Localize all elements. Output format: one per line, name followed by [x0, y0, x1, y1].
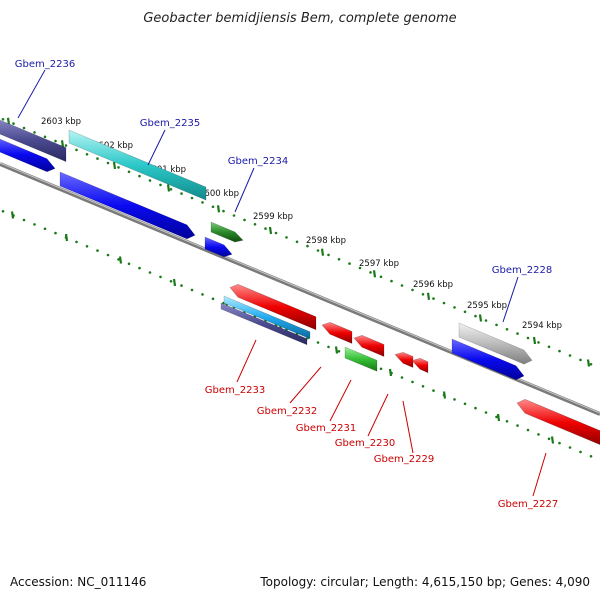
inner-scale-ticks: [1, 210, 593, 458]
gene-label-gbem-2230: Gbem_2230: [335, 438, 395, 449]
gene-arrow-gbem-2228: [458, 322, 533, 365]
scale-label: 2600 kbp: [199, 189, 239, 199]
scale-labels: 2603 kbp 2602 kbp 2601 kbp 2600 kbp 2599 kbp…: [41, 117, 562, 331]
callout-line-gbem-2236: [17, 69, 46, 119]
genome-summary: Topology: circular; Length: 4,615,150 bp…: [260, 575, 590, 589]
gene-label-gbem-2233: Gbem_2233: [205, 385, 265, 396]
gene-arrow-sky: [223, 295, 311, 340]
gene-arrow-gbem-2232: [321, 321, 353, 344]
gene-label-gbem-2227: Gbem_2227: [498, 499, 558, 510]
scale-label: 2602 kbp: [93, 141, 133, 151]
accession-label: Accession: NC_011146: [10, 575, 147, 589]
scale-label: 2599 kbp: [253, 212, 293, 222]
gene-arrow-blue: [451, 338, 525, 381]
gene-arrow-gbem-2229b: [411, 357, 429, 374]
gene-label-gbem-2229: Gbem_2229: [374, 454, 434, 465]
gene-arrow-gbem-2235: [68, 129, 207, 201]
gene-arrow-gbem-2236: [0, 119, 67, 163]
callout-line-gbem-2232: [289, 366, 322, 404]
gene-arrow-gbem-2234: [210, 221, 244, 243]
gene-arrow-blue: [204, 236, 233, 258]
gene-label-gbem-2235: Gbem_2235: [140, 118, 200, 129]
scale-label: 2598 kbp: [306, 236, 346, 246]
callout-line-gbem-2228: [502, 276, 519, 323]
scale-label: 2597 kbp: [359, 259, 399, 269]
gene-arrow-gbem-2233: [229, 283, 317, 331]
scale-label: 2594 kbp: [522, 321, 562, 331]
gene-features: [0, 119, 600, 445]
gene-label-gbem-2234: Gbem_2234: [228, 156, 288, 167]
scale-label: 2596 kbp: [413, 280, 453, 290]
gene-arrow-navy: [220, 302, 308, 346]
gene-arrow-gbem-2230: [344, 346, 378, 372]
gene-label-gbem-2232: Gbem_2232: [257, 406, 317, 417]
callout-line-gbem-2229: [402, 400, 414, 454]
scale-label: 2603 kbp: [41, 117, 81, 127]
gene-arrow-gbem-2231: [353, 334, 385, 357]
gene-arrow-gbem-2229a: [394, 351, 414, 368]
callout-line-gbem-2231: [329, 379, 352, 422]
gene-arrow-blue: [59, 171, 196, 240]
callout-line-gbem-2230: [367, 393, 389, 437]
scale-label: 2601 kbp: [146, 165, 186, 175]
gene-label-gbem-2231: Gbem_2231: [296, 423, 356, 434]
outer-scale-ticks: [1, 117, 593, 367]
gene-label-gbem-2236: Gbem_2236: [15, 59, 75, 70]
gene-callouts: Gbem_2236Gbem_2235Gbem_2234Gbem_2228Gbem…: [15, 59, 558, 510]
map-title: Geobacter bemidjiensis Bem, complete gen…: [143, 11, 456, 26]
scale-label: 2595 kbp: [467, 301, 507, 311]
gene-arrow-gbem-2227: [516, 398, 600, 445]
callout-line-gbem-2235: [147, 129, 166, 166]
callout-line-gbem-2233: [236, 339, 257, 383]
gene-label-gbem-2228: Gbem_2228: [492, 265, 552, 276]
gene-arrow-blue: [0, 138, 56, 173]
callout-line-gbem-2227: [532, 452, 547, 497]
callout-line-gbem-2234: [234, 167, 255, 213]
